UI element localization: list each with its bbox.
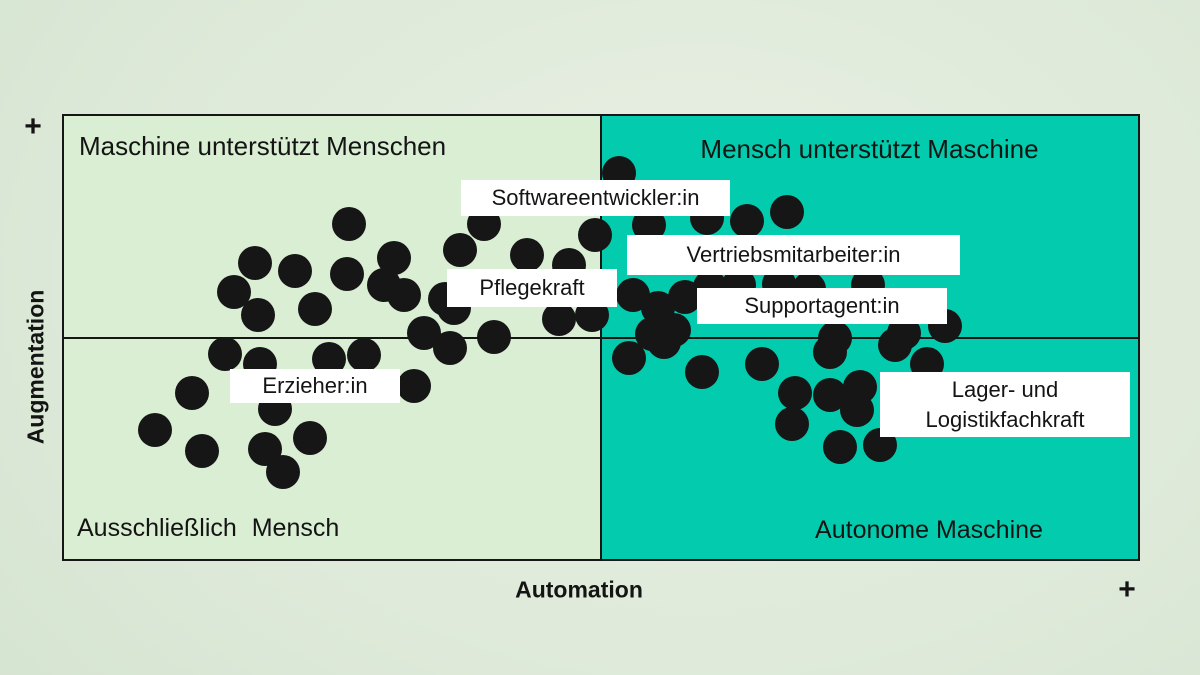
scatter-dot — [175, 376, 209, 410]
scatter-dot — [823, 430, 857, 464]
scatter-dot — [298, 292, 332, 326]
quadrant-label-bottom-right: Autonome Maschine — [815, 516, 1043, 544]
scatter-dot — [330, 257, 364, 291]
y-axis-plus-sign: + — [24, 110, 42, 143]
job-label-pflegekraft: Pflegekraft — [447, 269, 617, 307]
scatter-dot — [745, 347, 779, 381]
scatter-dot — [878, 328, 912, 362]
scatter-dot — [293, 421, 327, 455]
scatter-dot — [238, 246, 272, 280]
scatter-dot — [510, 238, 544, 272]
scatter-dot — [241, 298, 275, 332]
scatter-dot — [185, 434, 219, 468]
scatter-dot — [685, 355, 719, 389]
scatter-dot — [778, 376, 812, 410]
scatter-dot — [387, 278, 421, 312]
scatter-dot — [332, 207, 366, 241]
scatter-dot — [443, 233, 477, 267]
quadrant-chart: Maschine unterstützt Menschen Mensch unt… — [62, 114, 1140, 561]
scatter-dot — [377, 241, 411, 275]
scatter-dot — [397, 369, 431, 403]
scatter-dot — [542, 302, 576, 336]
scatter-dot — [843, 370, 877, 404]
scatter-dot — [813, 335, 847, 369]
job-label-softwareentwickler: Softwareentwickler:in — [461, 180, 730, 216]
scatter-dot — [775, 407, 809, 441]
y-axis-label: Augmentation — [22, 289, 49, 445]
scatter-dot — [278, 254, 312, 288]
scatter-dot — [770, 195, 804, 229]
scatter-dot — [208, 337, 242, 371]
scatter-dot — [266, 455, 300, 489]
scatter-dot — [730, 204, 764, 238]
quadrant-title-top-right: Mensch unterstützt Maschine — [700, 134, 1039, 164]
quadrant-title-top-left: Maschine unterstützt Menschen — [79, 131, 447, 161]
scatter-dot — [407, 316, 441, 350]
job-label-supportagent: Supportagent:in — [697, 288, 947, 324]
quadrant-label-bottom-left: Ausschließlich Mensch — [77, 514, 340, 542]
scatter-dot — [612, 341, 646, 375]
scatter-dot — [347, 338, 381, 372]
x-axis-label: Automation — [515, 576, 643, 603]
job-label-erzieher: Erzieher:in — [230, 369, 400, 403]
scatter-dot — [578, 218, 612, 252]
job-label-lager-logistik: Lager- und Logistikfachkraft — [880, 372, 1130, 437]
scatter-dots-layer — [64, 116, 1138, 559]
scatter-dot — [138, 413, 172, 447]
scatter-dot — [647, 325, 681, 359]
job-label-vertriebsmitarbeiter: Vertriebsmitarbeiter:in — [627, 235, 960, 275]
x-axis-plus-sign: + — [1118, 573, 1136, 606]
scatter-dot — [477, 320, 511, 354]
